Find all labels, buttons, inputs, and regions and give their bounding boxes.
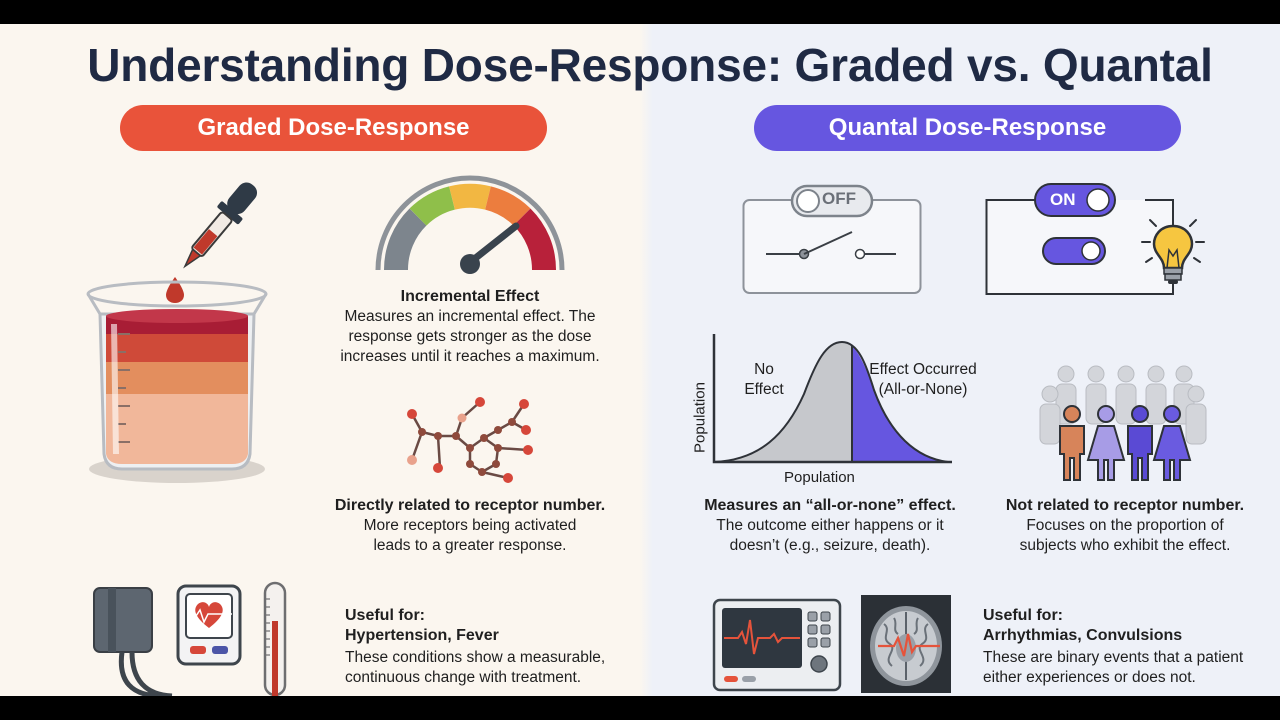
graded-useful-heading: Useful for: (345, 607, 425, 624)
incremental-line: increases until it reaches a maximum. (340, 348, 600, 365)
graded-useful-text: Useful for: Hypertension, Fever These co… (345, 606, 635, 688)
incremental-heading: Incremental Effect (400, 288, 540, 305)
receptor-heading: Directly related to receptor number. (334, 497, 606, 514)
receptor-line: leads to a greater response. (373, 537, 567, 554)
effect-region (852, 346, 948, 462)
switch-off-icon (742, 184, 922, 294)
switch-off-label: OFF (822, 189, 856, 208)
no-effect-line: No (754, 361, 774, 378)
curve-ylabel: Population (691, 382, 709, 453)
graded-header: Graded Dose-Response (120, 105, 547, 151)
effect-occurred-label: Effect Occurred (All-or-None) (858, 360, 988, 400)
quantal-useful-text: Useful for: Arrhythmias, Convulsions The… (983, 606, 1273, 688)
incremental-line: Measures an incremental effect. The (344, 308, 596, 325)
beaker-icon (86, 280, 268, 483)
notrelated-line: Focuses on the proportion of (1026, 517, 1224, 534)
incremental-text: Incremental Effect Measures an increment… (300, 287, 640, 367)
quantal-header: Quantal Dose-Response (754, 105, 1181, 151)
people-group-icon (1039, 365, 1207, 481)
graded-useful-line: continuous change with treatment. (345, 669, 582, 686)
quantal-useful-heading: Useful for: (983, 607, 1063, 624)
page-title: Understanding Dose-Response: Graded vs. … (87, 39, 1213, 91)
switch-on-label: ON (1050, 190, 1076, 209)
allornone-text: Measures an “all-or-none” effect. The ou… (680, 496, 980, 556)
blood-pressure-monitor-icon (93, 584, 242, 696)
quantal-distribution-chart (712, 334, 952, 464)
notrelated-text: Not related to receptor number. Focuses … (985, 496, 1265, 556)
switch-on-icon (985, 183, 1174, 295)
graded-useful-conditions: Hypertension, Fever (345, 627, 499, 644)
dropper-icon (166, 182, 258, 303)
allornone-line: The outcome either happens or it (716, 517, 944, 534)
molecule-icon (407, 397, 533, 483)
quantal-useful-line: either experiences or does not. (983, 669, 1196, 686)
notrelated-heading: Not related to receptor number. (1005, 497, 1245, 514)
quantal-useful-conditions: Arrhythmias, Convulsions (983, 627, 1183, 644)
effect-occurred-line: Effect Occurred (869, 361, 977, 378)
receptor-line: More receptors being activated (363, 517, 577, 534)
receptor-text: Directly related to receptor number. Mor… (300, 496, 640, 556)
brain-scan-icon (861, 595, 951, 693)
thermometer-icon (263, 581, 287, 696)
graded-useful-line: These conditions show a measurable, (345, 649, 606, 666)
ecg-monitor-icon (712, 598, 842, 692)
allornone-heading: Measures an “all-or-none” effect. (704, 497, 956, 514)
quantal-useful-line: These are binary events that a patient (983, 649, 1244, 666)
effect-occurred-line: (All-or-None) (878, 381, 968, 398)
curve-xlabel: Population (784, 469, 855, 486)
no-effect-label: No Effect (732, 360, 796, 400)
lightbulb-icon (1141, 211, 1205, 284)
allornone-line: doesn’t (e.g., seizure, death). (729, 537, 931, 554)
infographic: Understanding Dose-Response: Graded vs. … (0, 24, 1280, 696)
incremental-line: response gets stronger as the dose (348, 328, 592, 345)
notrelated-line: subjects who exhibit the effect. (1019, 537, 1231, 554)
gauge-icon (375, 175, 565, 274)
no-effect-region (714, 342, 852, 462)
no-effect-line: Effect (744, 381, 784, 398)
